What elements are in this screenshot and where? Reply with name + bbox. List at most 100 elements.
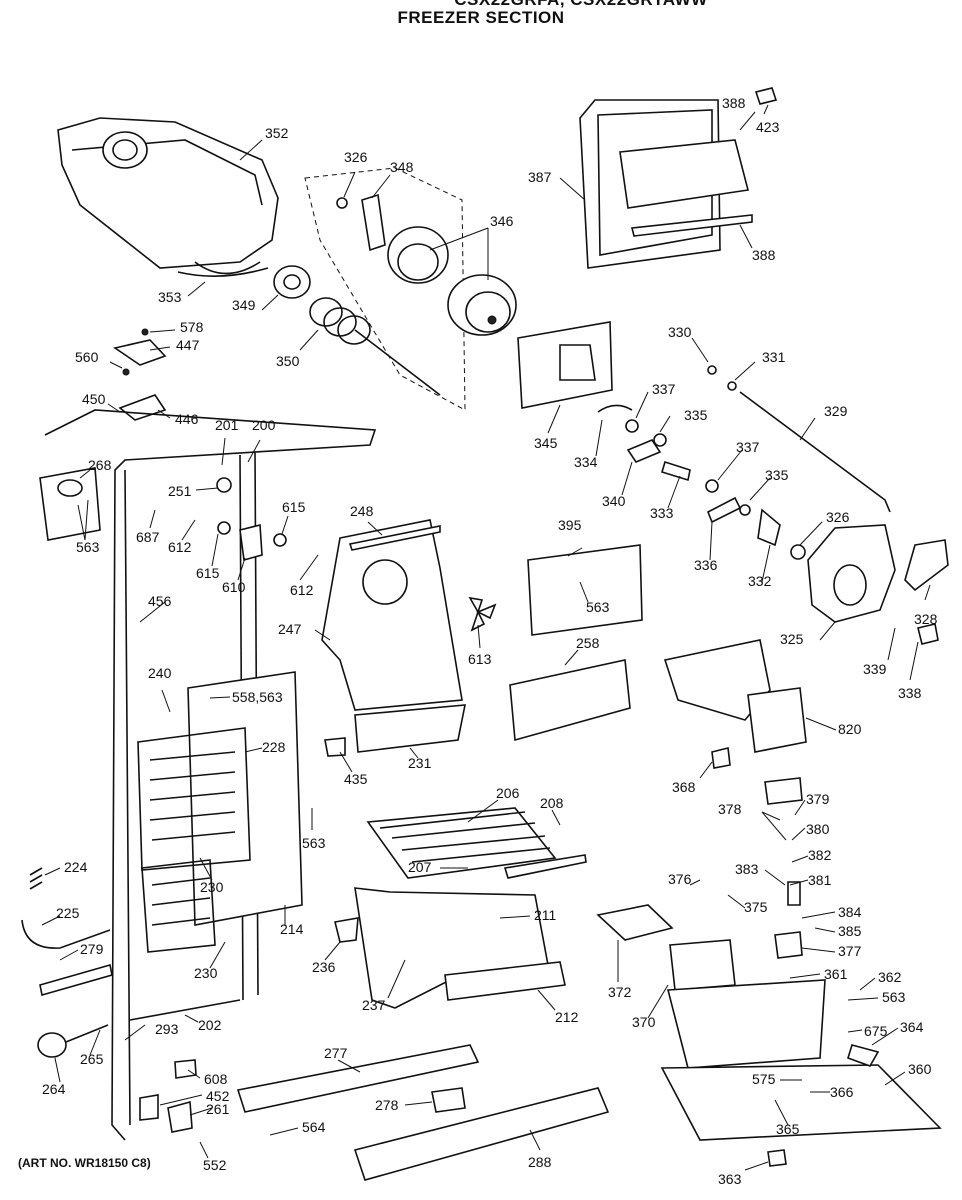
- part-label: 338: [898, 685, 922, 701]
- part-label: 395: [558, 517, 582, 533]
- part-label: 237: [362, 997, 386, 1013]
- part-label: 382: [808, 847, 832, 863]
- mounting-plate-drawing: [517, 321, 613, 409]
- grille-front-drawing: [353, 1087, 610, 1181]
- part-label: 353: [158, 289, 182, 305]
- part-label: 381: [808, 872, 832, 888]
- part-label: 610: [222, 579, 246, 595]
- part-label: 456: [148, 593, 172, 609]
- part-label: 378: [718, 801, 742, 817]
- part-label: 375: [744, 899, 768, 915]
- part-label: 214: [280, 921, 304, 937]
- harness-drawing: [21, 919, 111, 949]
- part-label: 387: [528, 169, 552, 185]
- part-label: 364: [900, 1019, 924, 1035]
- air-duct-drawing: [321, 519, 463, 711]
- part-label: 240: [148, 665, 172, 681]
- thermostat-drawing: [216, 477, 232, 493]
- part-label: 612: [290, 582, 314, 598]
- part-363-drawing: [767, 1149, 787, 1167]
- part-label: 349: [232, 297, 256, 313]
- part-label: 206: [496, 785, 520, 801]
- part-label: 563: [882, 989, 906, 1005]
- relay-drawing: [764, 777, 803, 805]
- bucket-arm-drawing: [177, 267, 269, 277]
- part-label: 326: [826, 509, 850, 525]
- control-drawing: [669, 939, 736, 991]
- auger-spiral-drawing: [309, 297, 441, 396]
- part-label: 615: [196, 565, 220, 581]
- part-label: 339: [863, 661, 887, 677]
- part-label: 447: [176, 337, 200, 353]
- part-label: 325: [780, 631, 804, 647]
- solenoid-cover-drawing: [904, 539, 949, 592]
- part-label: 446: [175, 411, 199, 427]
- part-label: 563: [76, 539, 100, 555]
- bracket-368-drawing: [711, 747, 731, 769]
- switch-drawing: [239, 523, 263, 562]
- part-label: 366: [830, 1084, 854, 1100]
- part-label: 277: [324, 1045, 348, 1061]
- part-label: 376: [668, 871, 692, 887]
- part-label: 334: [574, 454, 598, 470]
- part-261-drawing: [167, 1100, 193, 1133]
- part-label: 326: [344, 149, 368, 165]
- part-label: 258: [576, 635, 600, 651]
- clamp-drawing: [774, 931, 803, 959]
- part-label: 452: [206, 1088, 230, 1104]
- clip-236-drawing: [334, 917, 359, 943]
- part-label: 612: [168, 539, 192, 555]
- bracket-parts-drawing: [113, 328, 167, 421]
- part-label: 368: [672, 779, 696, 795]
- part-label: 251: [168, 483, 192, 499]
- part-label: 350: [276, 353, 300, 369]
- diagram-title-model: CSX22GRFA, CSX22GRYAWW: [100, 0, 962, 10]
- capacitor-drawing: [787, 881, 801, 906]
- part-label: 335: [765, 467, 789, 483]
- part-label: 279: [80, 941, 104, 957]
- part-label: 552: [203, 1157, 227, 1173]
- part-label: 201: [215, 417, 239, 433]
- roller-wheel-drawing: [37, 1032, 67, 1058]
- part-label: 288: [528, 1154, 552, 1170]
- part-label: 265: [80, 1051, 104, 1067]
- part-label: 333: [650, 505, 674, 521]
- part-label: 578: [180, 319, 204, 335]
- part-364-drawing: [847, 1044, 880, 1067]
- part-label: 293: [155, 1021, 179, 1037]
- part-label: 563: [586, 599, 610, 615]
- roller-drawing: [431, 1087, 466, 1113]
- part-label: 346: [490, 213, 514, 229]
- part-label: 361: [824, 966, 848, 982]
- part-label: 372: [608, 984, 632, 1000]
- cover-drawing: [509, 659, 631, 742]
- part-label: 331: [762, 349, 786, 365]
- part-label: 370: [632, 1014, 656, 1030]
- part-label: 247: [278, 621, 302, 637]
- part-label: 337: [652, 381, 676, 397]
- grille-drawing: [527, 544, 643, 636]
- control-housing-drawing: [666, 979, 826, 1069]
- part-label: 560: [75, 349, 99, 365]
- part-label: 211: [534, 907, 557, 923]
- part-label: 225: [56, 905, 80, 921]
- part-label: 228: [262, 739, 286, 755]
- bushing-drawing: [273, 533, 287, 547]
- part-label: 345: [534, 435, 558, 451]
- fan-blade-drawing: [468, 596, 497, 632]
- part-label: 687: [136, 529, 160, 545]
- part-label: 360: [908, 1061, 932, 1077]
- door-stop-drawing: [754, 87, 778, 105]
- part-label: 388: [752, 247, 776, 263]
- part-label: 329: [824, 403, 848, 419]
- crusher-drum-drawing: [387, 226, 517, 336]
- part-label: 383: [735, 861, 759, 877]
- part-label: 200: [252, 417, 276, 433]
- part-label: 224: [64, 859, 88, 875]
- ice-bucket-drawing: [57, 117, 279, 275]
- washer-drawing: [336, 197, 348, 209]
- part-label: 363: [718, 1171, 742, 1187]
- part-label: 450: [82, 391, 106, 407]
- part-label: 380: [806, 821, 830, 837]
- part-label: 261: [206, 1101, 230, 1117]
